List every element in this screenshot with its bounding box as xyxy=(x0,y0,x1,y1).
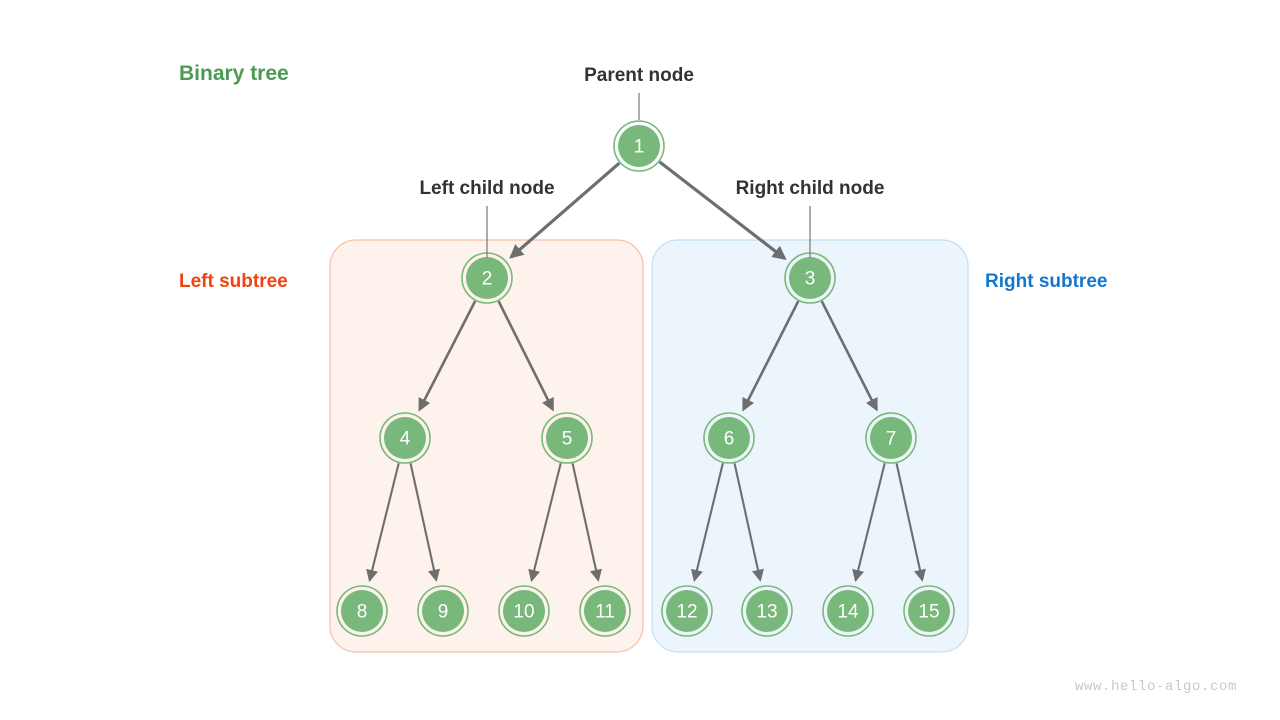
node-value-label: 12 xyxy=(676,602,697,623)
tree-node-3[interactable]: 3 xyxy=(784,252,836,304)
node-value-label: 7 xyxy=(886,429,897,450)
node-value-label: 2 xyxy=(482,269,493,290)
tree-edge-n2-n4 xyxy=(418,300,477,412)
right-child-node-label: Right child node xyxy=(736,178,885,199)
node-circle xyxy=(870,417,912,459)
node-value-label: 1 xyxy=(634,137,645,158)
node-circle xyxy=(746,590,788,632)
tree-node-14[interactable]: 14 xyxy=(822,585,874,637)
subtree-boxes xyxy=(329,239,969,653)
tree-edge-n1-n2 xyxy=(509,161,621,259)
tree-edge-n4-n9 xyxy=(409,463,440,582)
node-value-label: 9 xyxy=(438,602,449,623)
watermark: www.hello-algo.com xyxy=(1075,679,1237,695)
left-child-node-label: Left child node xyxy=(419,178,554,199)
tree-node-4[interactable]: 4 xyxy=(379,412,431,464)
node-value-label: 14 xyxy=(837,602,859,623)
tree-node-7[interactable]: 7 xyxy=(865,412,917,464)
left-subtree-label: Left subtree xyxy=(179,271,288,292)
tree-edge-n5-n11 xyxy=(571,463,602,582)
node-circle xyxy=(341,590,383,632)
node-circle xyxy=(666,590,708,632)
node-value-label: 4 xyxy=(400,429,411,450)
node-circle xyxy=(908,590,950,632)
tree-edge-n3-n7 xyxy=(820,300,878,412)
node-value-label: 8 xyxy=(357,602,368,623)
node-circle xyxy=(546,417,588,459)
node-outer-ring xyxy=(903,585,955,637)
tree-node-2[interactable]: 2 xyxy=(461,252,513,304)
tree-edge-n7-n15 xyxy=(895,463,926,582)
tree-edges xyxy=(366,160,926,583)
node-circle xyxy=(503,590,545,632)
tree-node-5[interactable]: 5 xyxy=(541,412,593,464)
node-outer-ring xyxy=(822,585,874,637)
node-value-label: 5 xyxy=(562,429,573,450)
node-circle xyxy=(422,590,464,632)
tree-edge-n7-n14 xyxy=(852,462,886,583)
tree-node-11[interactable]: 11 xyxy=(579,585,631,637)
tree-edge-n2-n5 xyxy=(497,300,554,412)
callout-pointers xyxy=(486,93,811,258)
tree-node-10[interactable]: 10 xyxy=(498,585,550,637)
node-outer-ring xyxy=(661,585,713,637)
tree-edge-n5-n10 xyxy=(528,462,562,583)
node-outer-ring xyxy=(741,585,793,637)
node-circle xyxy=(466,257,508,299)
node-outer-ring xyxy=(379,412,431,464)
node-outer-ring xyxy=(336,585,388,637)
tree-node-15[interactable]: 15 xyxy=(903,585,955,637)
node-outer-ring xyxy=(703,412,755,464)
node-outer-ring xyxy=(498,585,550,637)
text-labels: Binary tree Parent node Left child node … xyxy=(179,62,1237,695)
node-value-label: 11 xyxy=(595,602,615,623)
node-value-label: 6 xyxy=(724,429,735,450)
node-value-label: 10 xyxy=(513,602,534,623)
tree-edge-n3-n6 xyxy=(742,300,800,412)
tree-edge-n6-n12 xyxy=(690,463,724,583)
node-value-label: 3 xyxy=(805,269,816,290)
tree-edge-n4-n8 xyxy=(366,462,400,583)
node-circle xyxy=(827,590,869,632)
tree-edge-n1-n3 xyxy=(658,160,787,260)
tree-node-1[interactable]: 1 xyxy=(613,120,665,172)
node-circle xyxy=(584,590,626,632)
node-outer-ring xyxy=(417,585,469,637)
node-value-label: 15 xyxy=(918,602,939,623)
right-subtree-label: Right subtree xyxy=(985,271,1107,292)
parent-node-label: Parent node xyxy=(584,65,694,86)
tree-node-9[interactable]: 9 xyxy=(417,585,469,637)
tree-edge-n6-n13 xyxy=(733,463,764,582)
node-outer-ring xyxy=(579,585,631,637)
tree-node-12[interactable]: 12 xyxy=(661,585,713,637)
tree-node-6[interactable]: 6 xyxy=(703,412,755,464)
node-circle xyxy=(789,257,831,299)
tree-node-8[interactable]: 8 xyxy=(336,585,388,637)
node-circle xyxy=(618,125,660,167)
node-circle xyxy=(708,417,750,459)
page-title: Binary tree xyxy=(179,62,289,85)
node-outer-ring xyxy=(865,412,917,464)
node-outer-ring xyxy=(613,120,665,172)
node-circle xyxy=(384,417,426,459)
tree-node-13[interactable]: 13 xyxy=(741,585,793,637)
node-outer-ring xyxy=(541,412,593,464)
node-value-label: 13 xyxy=(756,602,777,623)
